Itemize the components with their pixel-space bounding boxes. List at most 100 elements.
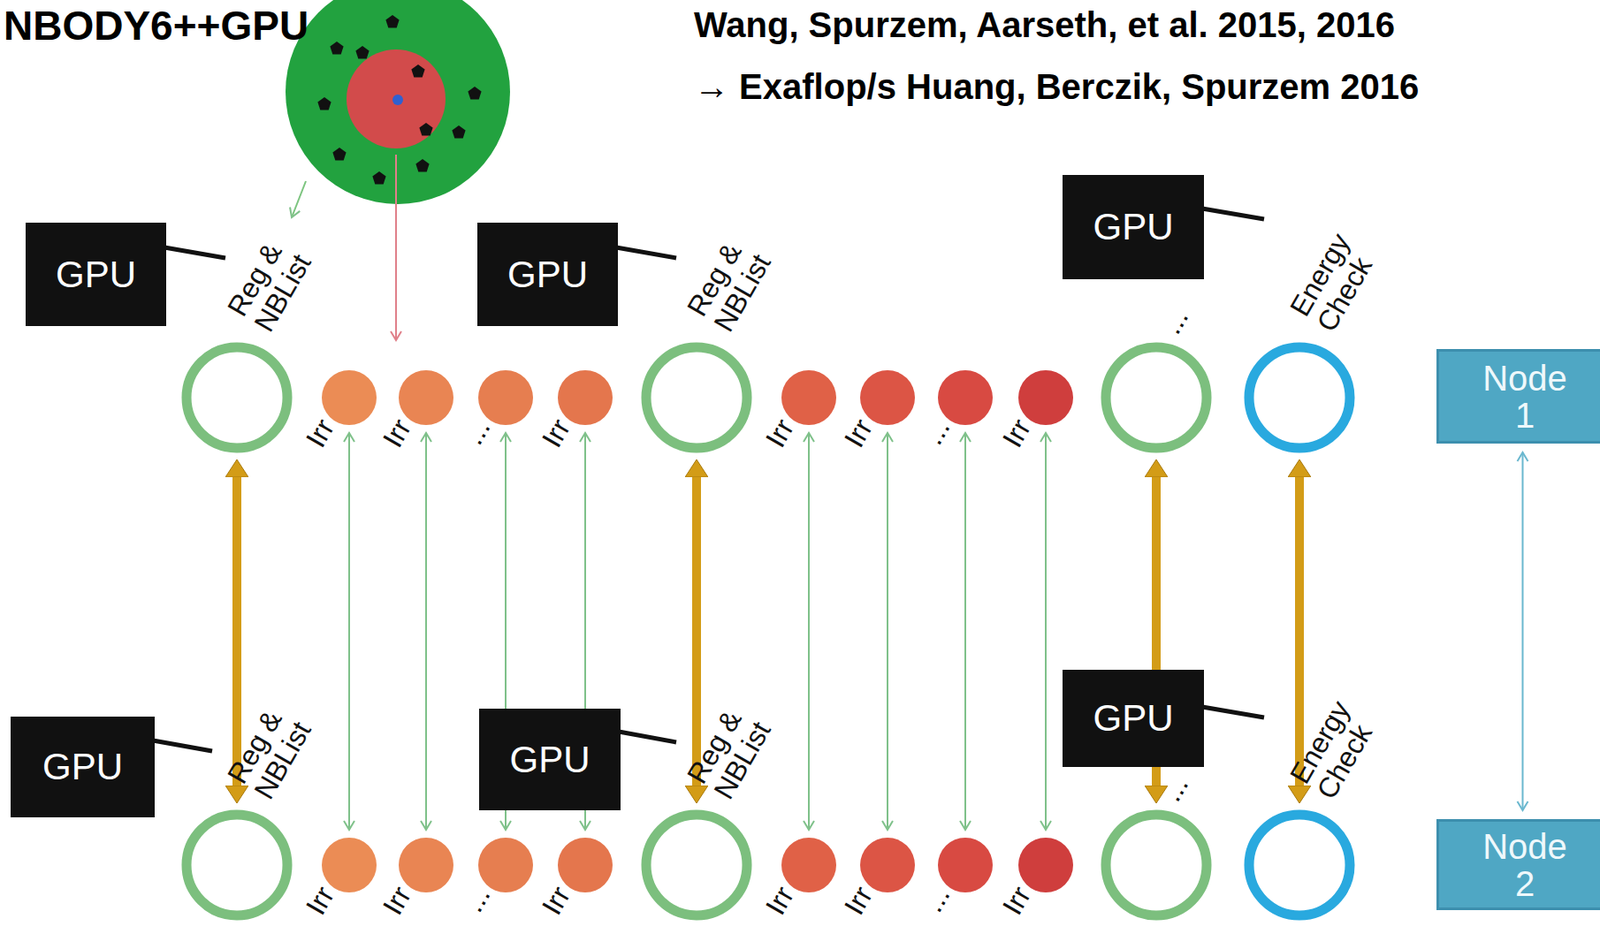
irregular-step-dot: Irr (320, 369, 378, 427)
ring-outline (1105, 815, 1207, 916)
regular-step-ring: Reg & NBList (180, 808, 294, 922)
gpu-label: GPU (1092, 697, 1174, 740)
ring-outline (640, 341, 754, 455)
step-label: Energy Check (1284, 213, 1392, 337)
dot-shape (859, 369, 916, 427)
dot-shape (937, 370, 993, 426)
gpu-box: GPU (1062, 670, 1204, 768)
cluster-illustration (285, 0, 511, 341)
comm-arrow (1044, 433, 1047, 831)
ring-outline (646, 347, 747, 449)
dot-shape (398, 370, 454, 426)
irregular-step-dot: Irr (859, 837, 916, 894)
dot-shape (1017, 837, 1075, 894)
irregular-step-dot: ... (477, 369, 534, 427)
star-particle (467, 86, 481, 100)
dot-shape (937, 838, 993, 893)
leader-line (616, 247, 677, 259)
comm-arrow (1522, 452, 1524, 811)
dot-shape (781, 370, 837, 426)
irregular-step-dot: Irr (397, 369, 455, 427)
dot-shape (478, 838, 534, 893)
dot-shape (321, 370, 377, 426)
step-label: Reg & NBList (681, 213, 789, 337)
irregular-step-dot: Irr (1017, 837, 1075, 894)
irregular-step-dot: Irr (556, 369, 614, 427)
ring-outline (186, 815, 288, 916)
star-particle (372, 171, 386, 185)
star-particle (451, 125, 465, 139)
ring-outline (640, 808, 754, 922)
comm-arrow (886, 433, 889, 831)
dot-shape (477, 837, 534, 894)
citation-note: Wang, Spurzem, Aarseth, et al. 2015, 201… (693, 5, 1395, 46)
dot-shape (860, 838, 915, 893)
dot-shape (780, 369, 838, 427)
connector-layer (236, 433, 1524, 831)
halo-region (285, 0, 511, 205)
regular-step-ring: ... (1099, 341, 1213, 455)
irregular-step-dot: Irr (780, 369, 838, 427)
ring-outline (1099, 808, 1213, 922)
regular-step-ring: Reg & NBList (640, 341, 754, 455)
sync-arrow (232, 477, 242, 786)
dot-shape (781, 838, 837, 893)
irregular-step-dot: Irr (556, 837, 614, 894)
leader-line (1202, 208, 1265, 220)
irregular-step-dot: ... (937, 369, 994, 427)
dot-shape (557, 838, 613, 893)
dot-shape (860, 370, 915, 426)
star-particle (329, 41, 343, 55)
irregular-step-dot: Irr (320, 837, 378, 894)
citation-note: → Exaflop/s Huang, Berczik, Spurzem 2016 (693, 67, 1419, 107)
leader-line (164, 247, 226, 259)
dot-shape (397, 369, 455, 427)
ring-outline (186, 347, 288, 449)
dot-shape (557, 370, 613, 426)
dot-shape (320, 837, 378, 894)
compute-node-box: Node 2 (1436, 819, 1600, 911)
star-particle (415, 159, 429, 173)
central-particle (392, 94, 404, 106)
irregular-step-dot: Irr (859, 369, 916, 427)
star-particle (385, 15, 399, 29)
leader-line (618, 731, 677, 743)
compute-node-box: Node 1 (1436, 349, 1600, 444)
gpu-box: GPU (479, 708, 621, 811)
dot-shape (478, 370, 534, 426)
star-particle (411, 64, 425, 78)
comm-arrow (348, 433, 351, 831)
dot-shape (320, 369, 378, 427)
gpu-label: GPU (507, 253, 588, 297)
ring-outline (1099, 341, 1213, 455)
irregular-step-dot: ... (937, 837, 994, 894)
star-particle (355, 45, 369, 60)
gpu-box: GPU (1062, 175, 1204, 280)
dot-shape (1018, 370, 1074, 426)
irregular-step-dot: Irr (1017, 369, 1075, 427)
ring-outline (1242, 341, 1357, 455)
dot-shape (859, 837, 916, 894)
sync-arrow (692, 477, 701, 786)
star-particle (419, 122, 433, 137)
comm-arrow (425, 433, 427, 831)
pointer-arrow (291, 181, 306, 218)
dot-shape (1017, 369, 1075, 427)
dot-shape (556, 837, 614, 894)
regular-step-ring: Energy Check (1242, 341, 1357, 455)
ring-outline (1249, 347, 1350, 449)
regular-step-ring: Reg & NBList (640, 808, 754, 922)
dot-shape (477, 369, 534, 427)
gpu-label: GPU (509, 739, 590, 782)
ring-outline (180, 808, 294, 922)
gpu-label: GPU (42, 746, 123, 789)
irregular-step-dot: Irr (780, 837, 838, 894)
sync-arrow (1295, 477, 1304, 786)
irregular-step-dot: Irr (397, 837, 455, 894)
dot-shape (556, 369, 614, 427)
ring-outline (1242, 808, 1357, 922)
node-label: Node 2 (1476, 828, 1574, 903)
irregular-step-dot: ... (477, 837, 534, 894)
